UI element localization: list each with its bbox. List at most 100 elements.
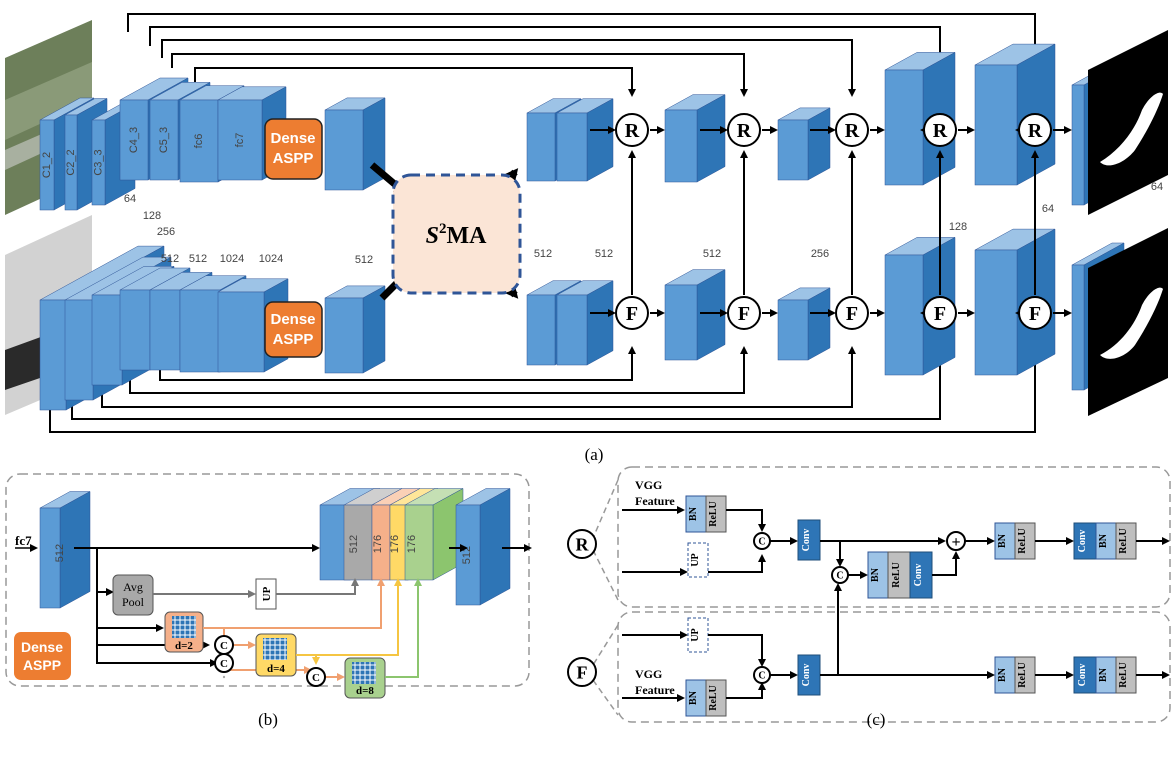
aspp-out-depth (324, 285, 386, 374)
decoder-channel-label-2: 512 (595, 248, 613, 260)
aspp-out-channels: 512 (355, 254, 373, 266)
dense-aspp-rgb-line2: ASPP (273, 150, 314, 167)
svg-text:R: R (933, 120, 948, 142)
r-concat-2: C (831, 566, 849, 584)
dense-aspp-rgb-line1: Dense (270, 130, 315, 147)
svg-text:C: C (312, 672, 320, 684)
r-conv-2: Conv (913, 564, 924, 587)
rgb-layer-label-3: C3_3 (93, 149, 105, 175)
up-label-b: UP (261, 586, 273, 601)
r-conv2-to-add (932, 551, 960, 576)
svg-text:F: F (1029, 303, 1041, 325)
panel-c-r-symbol: R (567, 529, 597, 559)
rgb-layer-label-4: C4_3 (128, 127, 140, 153)
decoder-channel-label-1: 512 (534, 248, 552, 260)
f-conv-bn-relu-bn: BN (1098, 667, 1109, 682)
depth-channel-label-2: 128 (143, 210, 161, 222)
aspp-out-rgb (324, 97, 386, 191)
rgb-dec-block-5 (974, 43, 1056, 186)
depth-channel-label-5: 512 (189, 253, 207, 265)
rgb-dec-block-3 (777, 107, 831, 181)
r-conv-bn-relu-relu: ReLU (1118, 528, 1129, 554)
svg-text:R: R (576, 534, 590, 554)
dilation-2: d=2 (175, 640, 193, 652)
rgb-dec-block-2 (664, 94, 726, 183)
f-bn-relu-1-bn: BN (688, 690, 699, 705)
depth-channel-label-1: 64 (124, 193, 136, 205)
avg-pool-line2: Pool (122, 595, 145, 609)
r-bn-relu-3: BN ReLU (994, 522, 1036, 560)
panel-b-input-block (39, 491, 91, 609)
r-concat: C (753, 532, 771, 550)
concat-channel-4: 176 (406, 535, 418, 553)
f-up-box: UP (687, 617, 709, 653)
decoder-channel-label-5: 128 (949, 221, 967, 233)
svg-text:R: R (625, 120, 640, 142)
dense-aspp-depth: Dense ASPP (264, 301, 323, 358)
panel-c-f-symbol: F (567, 657, 597, 687)
decoder-channel-label-7: 64 (1151, 181, 1163, 193)
f-vgg-1: VGG (635, 667, 662, 681)
r-vgg-2: Feature (635, 494, 675, 508)
rgb-layer-label-5: C5_3 (158, 127, 170, 153)
r-conv-bn-relu-conv: Conv (1077, 530, 1088, 553)
r-bn-relu-3-bn: BN (997, 533, 1008, 548)
f-concat: C (753, 666, 771, 684)
rgb-dec-block-1b (556, 98, 614, 182)
dense-aspp-depth-line2: ASPP (273, 331, 314, 348)
r-vgg-1: VGG (635, 478, 662, 492)
depth-dec-block-2 (664, 269, 726, 361)
r-relu-2: ReLU (891, 562, 902, 588)
svg-text:R: R (845, 120, 860, 142)
rgb-output-saliency-map (1088, 30, 1168, 215)
decoder-channel-label-4: 256 (811, 248, 829, 260)
f-up-box-label: UP (690, 628, 701, 641)
r-up-box: UP (687, 542, 709, 578)
concat-channel-3: 176 (389, 535, 401, 553)
legend-aspp: ASPP (23, 657, 61, 673)
legend-dense: Dense (21, 639, 63, 655)
s2ma-s: S (426, 223, 439, 249)
svg-text:+: + (951, 534, 960, 551)
r-bn-relu-3-relu: ReLU (1017, 528, 1028, 554)
r-conv-1: Conv (797, 519, 821, 561)
svg-text:F: F (934, 303, 946, 325)
aspp-output-blocks (324, 97, 386, 374)
svg-text:F: F (577, 662, 588, 682)
r-bn-relu-conv: BN ReLU Conv (867, 551, 933, 599)
rgb-node-r-2: R (727, 113, 761, 147)
depth-channel-label-7: 1024 (259, 253, 283, 265)
svg-text:F: F (846, 303, 858, 325)
r-bnrelu-to-concat (726, 509, 766, 532)
concat-part-4 (404, 488, 464, 581)
svg-text:C: C (220, 640, 228, 652)
dense-aspp-depth-line1: Dense (270, 311, 315, 328)
caption-b: (b) (258, 710, 278, 729)
depth-node-f-4: F (923, 296, 957, 330)
concat-node-2: C (306, 667, 326, 687)
f-conv-bn-relu-conv: Conv (1077, 664, 1088, 687)
dense-aspp-rgb: Dense ASPP (264, 118, 323, 180)
f-bn-relu-3-bn: BN (997, 667, 1008, 682)
r-conv-1-label: Conv (801, 529, 812, 552)
r-up-to-concat (708, 554, 766, 573)
svg-text:C: C (758, 671, 765, 682)
r-bn-relu-1-relu: ReLU (708, 501, 719, 527)
depth-node-f-1: F (615, 296, 649, 330)
rgb-node-r-1: R (615, 113, 649, 147)
svg-text:C: C (220, 658, 228, 670)
depth-channel-label-4: 512 (161, 253, 179, 265)
r-bn-2: BN (870, 567, 881, 582)
depth-dec-block-3 (777, 287, 831, 361)
avg-pool-line1: Avg (123, 580, 143, 594)
depth-node-f-5: F (1018, 296, 1052, 330)
